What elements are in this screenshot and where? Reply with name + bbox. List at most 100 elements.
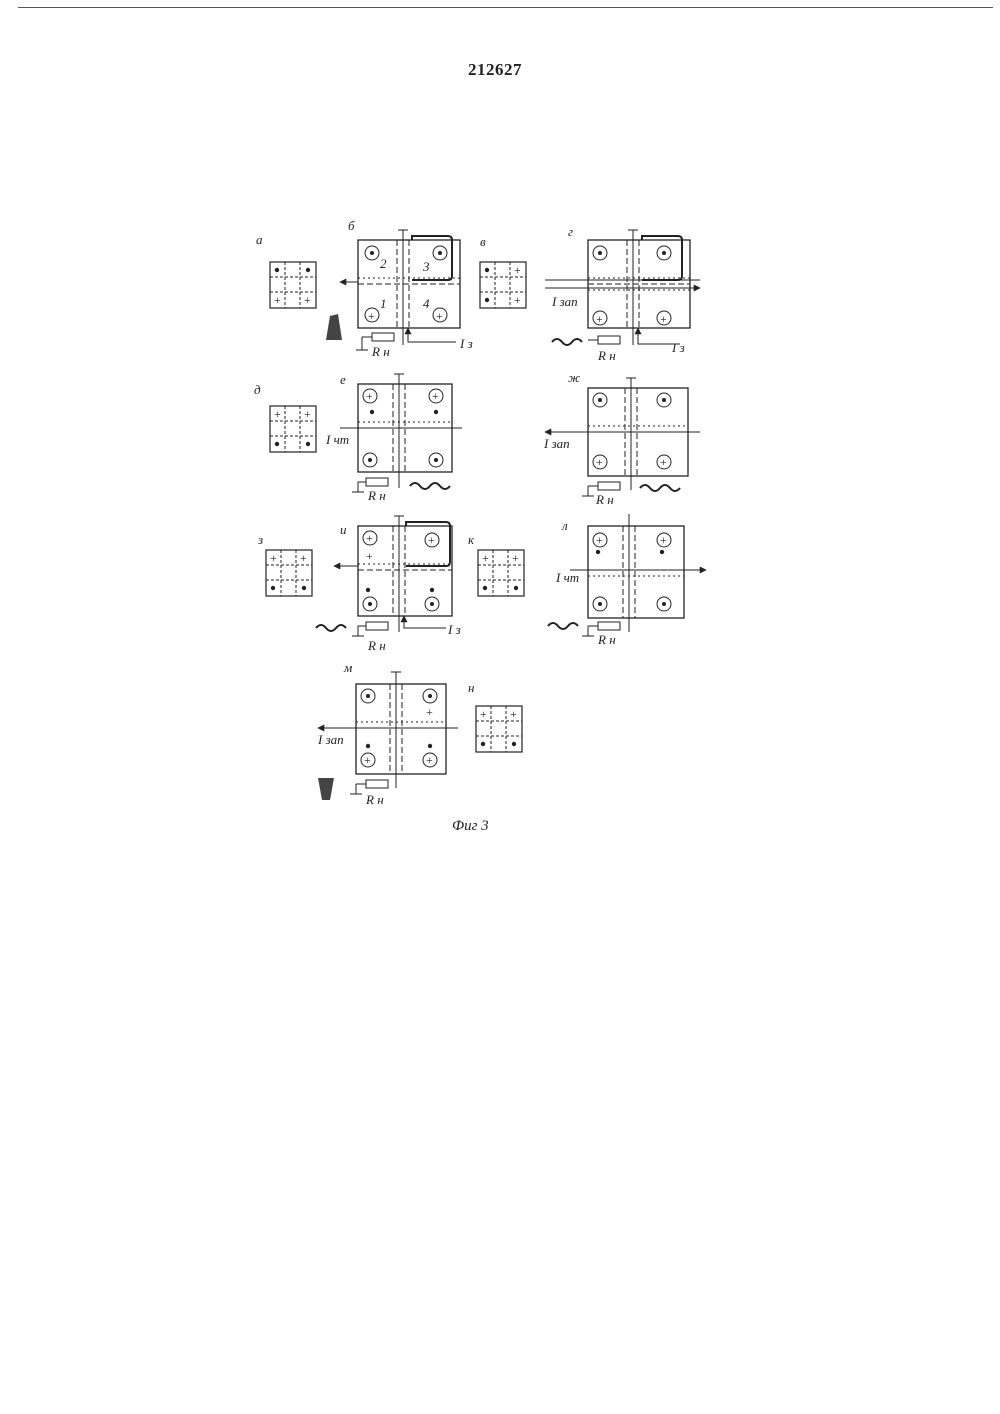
plus-mark: + <box>366 549 373 563</box>
panel-label-l: л <box>561 518 568 533</box>
panel-label-m: м <box>343 660 352 675</box>
figure-caption: Фиг 3 <box>452 818 489 835</box>
panel-label-v: в <box>480 234 486 249</box>
cell-number-3: 3 <box>422 259 430 274</box>
current-label-i-zap: I зап <box>551 294 578 309</box>
panel-label-z: з <box>257 532 263 547</box>
dot-mark <box>306 442 310 446</box>
plus-mark: + <box>510 707 517 721</box>
plus-mark: + <box>304 293 311 307</box>
pulse-waveform <box>318 778 334 800</box>
plus-mark: + <box>436 309 443 323</box>
plus-mark: + <box>300 551 307 565</box>
panel-label-i: и <box>340 522 347 537</box>
pulse-waveform <box>326 314 342 340</box>
dot-mark <box>481 742 485 746</box>
resistor-label-r-n: R н <box>365 792 384 807</box>
dot-mark <box>366 744 370 748</box>
dot-mark <box>275 442 279 446</box>
plus-mark: + <box>426 753 433 767</box>
plus-mark: + <box>596 533 603 547</box>
dot-mark <box>428 694 432 698</box>
dot-mark <box>302 586 306 590</box>
panel-label-zh: ж <box>568 370 580 385</box>
plus-mark: + <box>596 312 603 326</box>
plus-mark: + <box>270 551 277 565</box>
resistor-label-r-n: R н <box>367 488 386 503</box>
dot-mark <box>368 458 372 462</box>
dot-mark <box>434 458 438 462</box>
plus-mark: + <box>364 753 371 767</box>
current-label-i-cht: I чт <box>555 570 579 585</box>
dot-mark <box>366 694 370 698</box>
dot-mark <box>370 251 374 255</box>
dot-mark <box>430 588 434 592</box>
plus-mark: + <box>432 389 439 403</box>
panel-label-g: г <box>568 224 573 239</box>
plus-mark: + <box>482 551 489 565</box>
resistor-label-r-n: R н <box>597 632 616 647</box>
plus-mark: + <box>426 705 433 719</box>
plus-mark: + <box>304 407 311 421</box>
panel-label-d: д <box>254 382 261 397</box>
current-label-i-z: I з <box>447 622 461 637</box>
cell-number-1: 1 <box>380 296 387 311</box>
dot-mark <box>598 602 602 606</box>
panel-label-a: а <box>256 232 263 247</box>
current-label-i-zap: I зап <box>543 436 570 451</box>
current-label-i-zap: I зап <box>317 732 344 747</box>
cell-number-2: 2 <box>380 256 387 271</box>
dot-mark <box>662 398 666 402</box>
dot-mark <box>366 588 370 592</box>
dot-mark <box>306 268 310 272</box>
panel-label-n: н <box>468 680 474 695</box>
current-label-i-cht: I чт <box>325 432 349 447</box>
dot-mark <box>598 251 602 255</box>
panel-label-b: б <box>348 218 355 233</box>
dot-mark <box>368 602 372 606</box>
resistor-label-r-n: R н <box>367 638 386 653</box>
dot-mark <box>485 268 489 272</box>
dot-mark <box>596 550 600 554</box>
dot-mark <box>430 602 434 606</box>
plus-mark: + <box>366 531 373 545</box>
resistor-label-r-n: R н <box>595 492 614 507</box>
dot-mark <box>485 298 489 302</box>
dot-mark <box>512 742 516 746</box>
core-grid-g <box>545 230 700 345</box>
plus-mark: + <box>660 312 667 326</box>
dot-mark <box>514 586 518 590</box>
panel-label-k: к <box>468 532 475 547</box>
plus-mark: + <box>514 263 521 277</box>
dot-mark <box>662 602 666 606</box>
plus-mark: + <box>480 707 487 721</box>
current-label-i-z: I з <box>671 340 685 355</box>
plus-mark: + <box>366 389 373 403</box>
plus-mark: + <box>660 455 667 469</box>
panel-label-e: е <box>340 372 346 387</box>
core-grid-e <box>340 374 462 492</box>
dot-mark <box>483 586 487 590</box>
dot-mark <box>660 550 664 554</box>
dot-mark <box>428 744 432 748</box>
plus-mark: + <box>428 533 435 547</box>
dot-mark <box>598 398 602 402</box>
plus-mark: + <box>596 455 603 469</box>
plus-mark: + <box>512 551 519 565</box>
dot-mark <box>434 410 438 414</box>
current-label-i-z: I з <box>459 336 473 351</box>
plus-mark: + <box>660 533 667 547</box>
dot-mark <box>271 586 275 590</box>
plus-mark: + <box>274 407 281 421</box>
resistor-label-r-n: R н <box>597 348 616 363</box>
dot-mark <box>662 251 666 255</box>
plus-mark: + <box>514 293 521 307</box>
plus-mark: + <box>368 309 375 323</box>
dot-mark <box>438 251 442 255</box>
resistor-label-r-n: R н <box>371 344 390 359</box>
dot-mark <box>275 268 279 272</box>
dot-mark <box>370 410 374 414</box>
core-grid-b <box>340 230 460 350</box>
